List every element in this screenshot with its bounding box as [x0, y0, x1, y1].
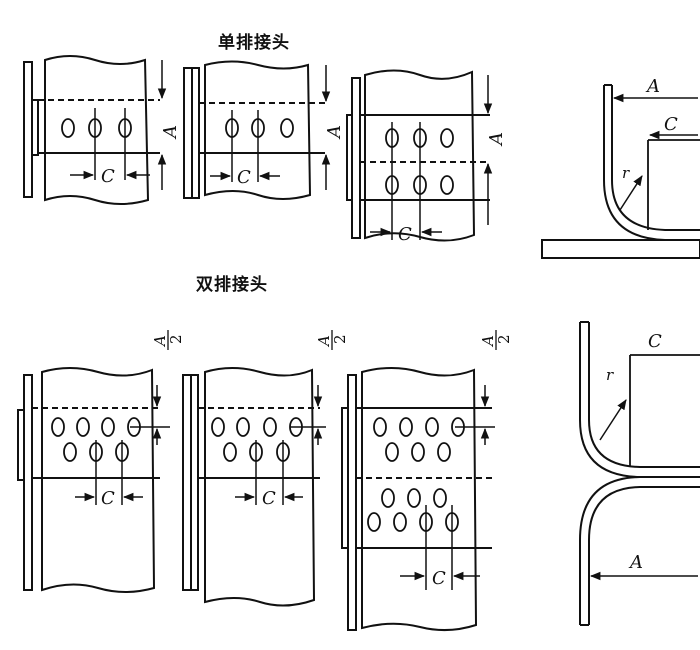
belt-body [364, 69, 476, 242]
label-A: A [324, 125, 345, 140]
holes [61, 118, 132, 138]
label-C: C [237, 167, 251, 188]
half-label-num: A [315, 335, 333, 348]
upper-belt-inner [588, 322, 700, 468]
label-A: A [628, 552, 643, 573]
label-A: A [486, 132, 507, 147]
side-plate-inner [341, 407, 349, 549]
double-row-joint-3 [341, 367, 495, 631]
double-row-title: 双排接头 [196, 275, 268, 295]
label-C: C [262, 488, 276, 509]
side-plate-inner [191, 67, 200, 199]
half-label-den: 2 [167, 334, 185, 344]
half-label-den: 2 [495, 334, 513, 344]
side-plate [183, 67, 193, 199]
bend-detail-top [541, 84, 700, 259]
radius-leader [619, 175, 643, 211]
side-plate-inner [31, 99, 39, 156]
single-row-joint-2 [183, 60, 331, 200]
half-label-num: A [151, 335, 169, 348]
side-plate-inner [346, 114, 353, 201]
single-row-joint-1 [23, 55, 167, 205]
lower-belt-inner [588, 486, 700, 625]
single-row-joint-3 [346, 69, 493, 242]
label-C: C [664, 114, 678, 135]
belt-body [44, 55, 150, 205]
side-plate [23, 374, 33, 591]
label-A: A [160, 125, 181, 140]
label-C: C [432, 568, 446, 589]
lower-belt-outer [579, 476, 641, 625]
label-C: C [101, 166, 115, 187]
single-row-title: 单排接头 [218, 33, 290, 53]
double-row-joint-2 [182, 367, 326, 607]
side-plate [182, 374, 192, 591]
belt-body [204, 60, 312, 200]
side-plate-inner [17, 409, 25, 481]
half-label-den: 2 [331, 334, 349, 344]
side-plate [347, 374, 357, 631]
side-plate-inner [190, 374, 199, 591]
label-r: r [606, 366, 614, 384]
label-C: C [648, 331, 662, 352]
belt-body [361, 367, 478, 631]
label-C: C [101, 488, 115, 509]
bent-belt-inner [611, 85, 700, 231]
half-label-num: A [479, 335, 497, 348]
upper-belt-outer [579, 322, 700, 478]
bend-detail-bottom [579, 321, 700, 626]
side-plate [23, 61, 33, 198]
bent-belt-outer [603, 85, 700, 241]
side-plate [351, 77, 361, 239]
label-r: r [622, 164, 630, 182]
belt-body [204, 367, 316, 607]
belt-body [41, 367, 156, 593]
base-plate [541, 239, 700, 259]
label-A: A [645, 76, 660, 97]
double-row-joint-1 [17, 367, 170, 593]
label-C: C [398, 224, 412, 245]
